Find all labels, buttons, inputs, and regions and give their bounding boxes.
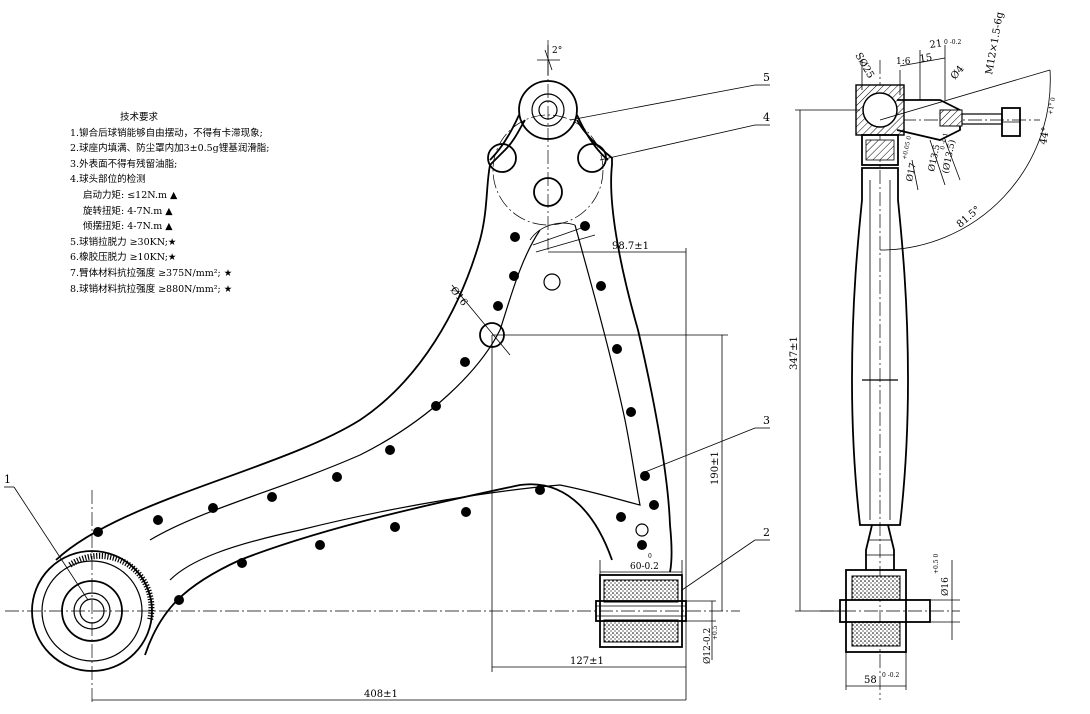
arm-rib <box>532 224 596 253</box>
right-bushing <box>595 574 687 648</box>
dim-98-7: 98.7±1 <box>612 241 649 252</box>
tech-sub-item-1: 启动力矩: ≤12N.m ▲ <box>83 189 178 201</box>
part-number-1: 1 <box>4 473 11 486</box>
dim-127: 127±1 <box>570 656 604 667</box>
dim-thread: M12×1.5-6g <box>984 11 1006 76</box>
tech-item-1: 1.铆合后球销能够自由摆动，不得有卡滞现象; <box>70 127 263 139</box>
side-ball-joint <box>855 84 1021 166</box>
front-dimension-lines <box>92 45 728 701</box>
rivet-boss-right <box>577 143 607 173</box>
part-number-4: 4 <box>763 111 770 124</box>
tech-sub-item-3: 倾摆扭矩: 4-7N.m ▲ <box>83 221 173 233</box>
part-number-5: 5 <box>763 71 770 84</box>
arm-lower-contour <box>144 483 613 656</box>
small-hole-bottom <box>635 523 649 537</box>
small-hole-top <box>543 273 561 291</box>
dim-15: 15 <box>919 52 933 65</box>
dim-bore-d12: Ø12-0.2 <box>702 628 713 664</box>
dim-21: 21 <box>929 38 943 51</box>
side-bushing <box>839 524 931 653</box>
technical-requirements: 技术要求 1.铆合后球销能够自由摆动，不得有卡滞现象; 2.球座内填满、防尘罩内… <box>70 110 269 297</box>
side-dimension-lines <box>795 45 1051 690</box>
dim-190: 190±1 <box>710 451 721 485</box>
dim-d17-tol: +0.05 0 <box>901 135 913 160</box>
ball-joint-stud <box>531 93 565 127</box>
dim-angle-44-tol: +1° 0 <box>1047 97 1057 116</box>
dim-58: 58 <box>864 675 877 686</box>
dim-21-tol: 0 -0.2 <box>944 39 961 46</box>
dim-d17: Ø17 <box>904 162 919 183</box>
tech-item-5: 5.球销拉脱力 ≥30KN;★ <box>70 236 177 248</box>
dim-angle-44: 44° <box>1038 126 1052 145</box>
dim-408: 408±1 <box>364 689 398 700</box>
dim-angle-2: 2° <box>552 46 562 56</box>
side-arm-body <box>851 167 909 526</box>
tech-item-8: 8.球销材料抗拉强度 ≥880N/mm²; ★ <box>70 283 233 295</box>
dim-60: 60-0.2 <box>630 562 659 572</box>
rivet-boss-bottom <box>533 177 563 207</box>
tech-item-3: 3.外表面不得有残留油脂; <box>70 158 178 170</box>
rivet-boss-left <box>487 143 517 173</box>
tech-title: 技术要求 <box>120 112 159 123</box>
arm-inner-window <box>149 224 641 581</box>
dim-60-tol: 0 <box>648 553 652 560</box>
left-bushing <box>31 550 155 672</box>
ball-joint-housing <box>518 80 578 140</box>
dim-hole-d16: Ø16 <box>448 285 470 308</box>
dim-d13-5a-tol: 0 -0.1 <box>939 132 949 150</box>
tech-sub-item-2: 旋转扭矩: 4-7N.m ▲ <box>83 205 173 217</box>
dim-radius-81: 81.5° <box>955 204 983 230</box>
ball-joint-nut <box>538 100 558 120</box>
dim-d16: Ø16 <box>940 577 951 596</box>
dim-taper-1-6: 1:6 <box>896 57 911 67</box>
dim-bore-d12-tol: +0.5 <box>712 625 719 640</box>
dim-d4: Ø4 <box>949 64 967 82</box>
tech-item-7: 7.臂体材料抗拉强度 ≥375N/mm²; ★ <box>70 267 233 279</box>
rib-dots <box>93 221 659 605</box>
tech-item-2: 2.球座内填满、防尘罩内加3±0.5g锂基润滑脂; <box>70 143 270 155</box>
arm-window-top <box>529 222 576 241</box>
part-number-3: 3 <box>763 414 770 427</box>
ball-joint-neck <box>489 114 609 161</box>
part-number-2: 2 <box>763 526 770 539</box>
front-view: 1 2 3 4 5 <box>4 40 770 705</box>
tech-item-6: 6.橡胶压脱力 ≥10KN;★ <box>70 252 177 264</box>
part-leaders <box>4 84 770 601</box>
dim-58-tol: 0 -0.2 <box>882 672 899 679</box>
dim-347: 347±1 <box>789 336 800 370</box>
rivet-pitch-circle <box>492 114 604 226</box>
dim-sr25: SØ25 <box>852 51 875 81</box>
dim-d16-tol: +0.5 0 <box>933 554 940 574</box>
tech-item-4: 4.球头部位的检测 <box>70 174 146 186</box>
side-view: SØ25 1:6 21 0 -0.2 15 Ø4 M12×1.5-6g 44° … <box>789 11 1057 700</box>
